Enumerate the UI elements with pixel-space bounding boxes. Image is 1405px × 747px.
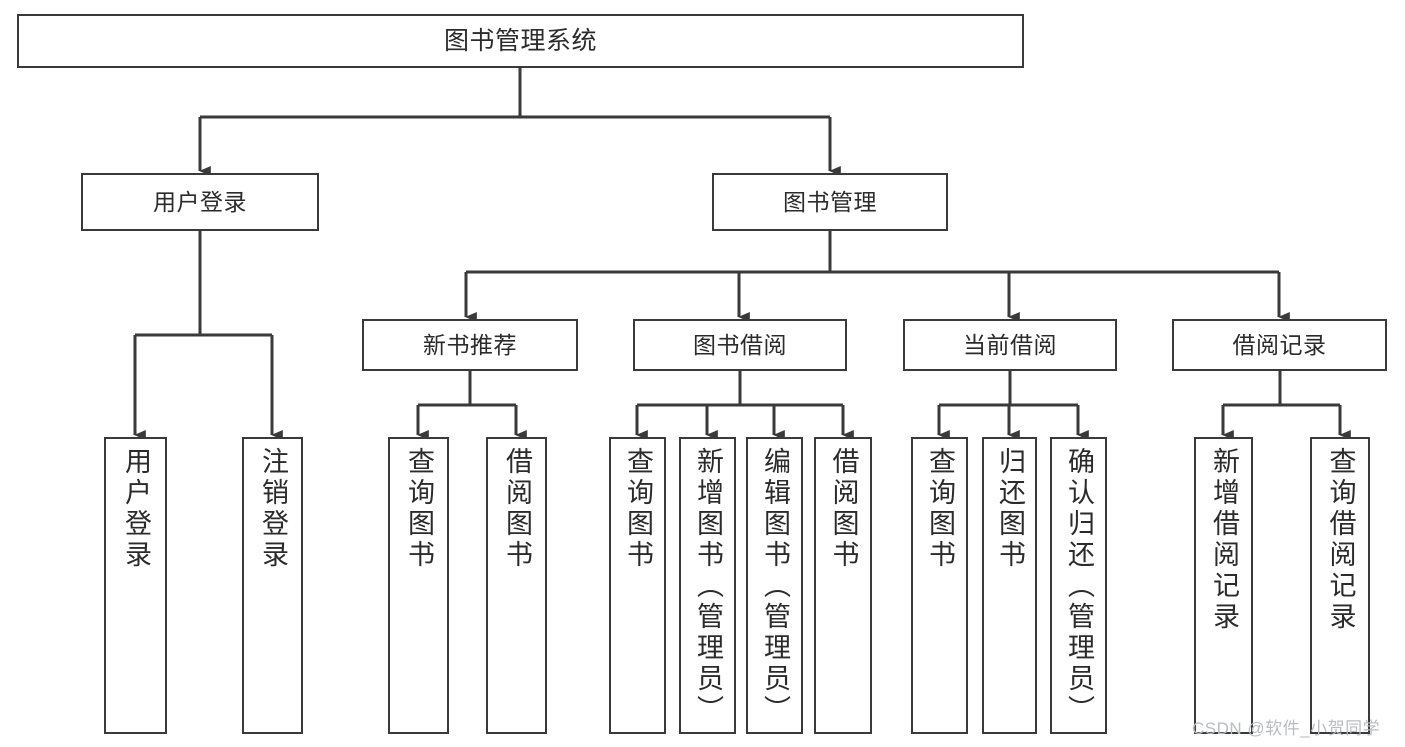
node-label: 查询图书 [925, 447, 955, 571]
leaf-leaf-edit-book-admin[interactable]: 编辑图书（管理员） [746, 437, 803, 734]
node-label: 确认归还（管理员） [1064, 447, 1094, 726]
node-book-borrow[interactable]: 图书借阅 [633, 319, 847, 371]
node-label: 图书管理 [783, 188, 877, 215]
leaf-leaf-return-book[interactable]: 归还图书 [982, 437, 1037, 734]
node-label: 新增图书（管理员） [693, 447, 723, 726]
node-label: 图书借阅 [693, 331, 787, 358]
node-label: 编辑图书（管理员） [760, 447, 790, 726]
node-new-book-rec[interactable]: 新书推荐 [362, 319, 578, 371]
node-label: 查询图书 [404, 447, 434, 571]
node-label: 用户登录 [121, 447, 151, 571]
node-label: 查询图书 [623, 447, 653, 571]
leaf-leaf-query-book-3[interactable]: 查询图书 [911, 437, 968, 734]
node-current-borrow[interactable]: 当前借阅 [903, 319, 1117, 371]
node-label: 借阅图书 [828, 447, 859, 571]
node-label: 借阅记录 [1232, 331, 1327, 358]
node-label: 注销登录 [258, 447, 288, 571]
node-borrow-record[interactable]: 借阅记录 [1172, 319, 1387, 371]
leaf-leaf-query-record[interactable]: 查询借阅记录 [1310, 437, 1370, 734]
leaf-leaf-borrow-book-1[interactable]: 借阅图书 [486, 437, 547, 734]
node-label: 用户登录 [153, 188, 247, 215]
node-label: 查询借阅记录 [1325, 447, 1356, 633]
node-label: 图书管理系统 [443, 26, 597, 55]
leaf-leaf-query-book-2[interactable]: 查询图书 [609, 437, 666, 734]
leaf-leaf-borrow-book-2[interactable]: 借阅图书 [814, 437, 872, 734]
leaf-leaf-add-record[interactable]: 新增借阅记录 [1194, 437, 1253, 734]
node-label: 当前借阅 [963, 331, 1057, 358]
node-label: 借阅图书 [502, 447, 532, 571]
leaf-leaf-add-book-admin[interactable]: 新增图书（管理员） [679, 437, 736, 734]
node-user-login[interactable]: 用户登录 [81, 173, 319, 231]
leaf-leaf-user-login[interactable]: 用户登录 [104, 437, 167, 734]
node-root[interactable]: 图书管理系统 [17, 14, 1024, 68]
watermark-text: CSDN @软件_小贺同学 [1192, 719, 1381, 738]
leaf-leaf-query-book-1[interactable]: 查询图书 [388, 437, 449, 734]
leaf-leaf-confirm-return[interactable]: 确认归还（管理员） [1050, 437, 1107, 734]
leaf-leaf-logout-login[interactable]: 注销登录 [242, 437, 303, 734]
node-label: 新书推荐 [423, 331, 517, 358]
node-book-manage[interactable]: 图书管理 [712, 173, 948, 231]
node-label: 新增借阅记录 [1209, 447, 1239, 633]
node-label: 归还图书 [995, 447, 1025, 571]
